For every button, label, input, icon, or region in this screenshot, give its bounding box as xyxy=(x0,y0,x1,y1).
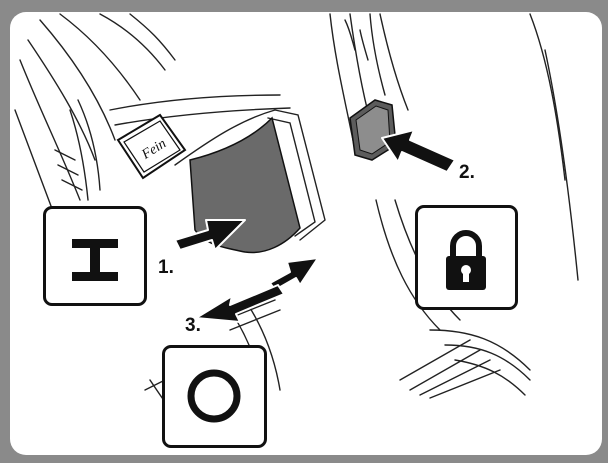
arrow-step-3-out xyxy=(195,284,285,323)
power-on-icon xyxy=(72,239,118,281)
padlock-icon xyxy=(446,230,486,290)
power-off-icon xyxy=(187,369,241,423)
power-on-symbol-box xyxy=(43,206,147,306)
power-off-symbol-box xyxy=(162,345,267,448)
padlock-symbol-box xyxy=(415,205,518,310)
brand-logo-plate: Fein xyxy=(116,113,187,180)
lock-button xyxy=(349,99,397,161)
step-1-label: 1. xyxy=(158,257,174,278)
step-3-label: 3. xyxy=(185,315,201,336)
step-2-label: 2. xyxy=(459,162,475,183)
tool-body-drawing xyxy=(14,13,579,421)
arrow-step-2 xyxy=(381,129,456,173)
arrow-step-1 xyxy=(174,219,246,251)
